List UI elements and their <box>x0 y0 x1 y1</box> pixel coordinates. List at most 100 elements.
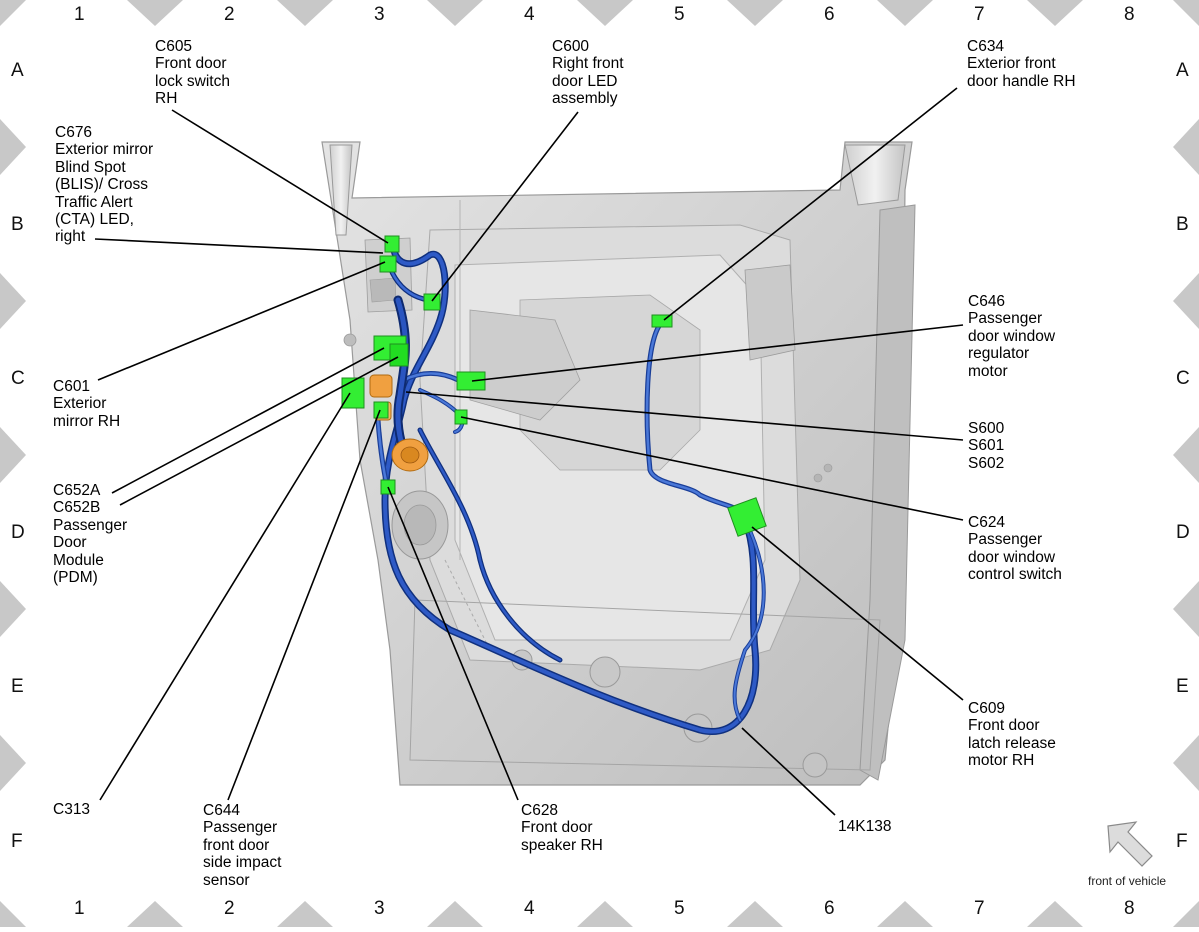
callout-c652-line: C652B <box>53 499 101 517</box>
connector-c605 <box>384 235 400 253</box>
callout-c644-line: sensor <box>203 871 250 889</box>
grid-row-label-right: E <box>1176 676 1189 697</box>
grid-column-label-bottom: 2 <box>224 898 235 919</box>
grid-column-label-top: 7 <box>974 4 985 25</box>
grid-column-label-top: 8 <box>1124 4 1135 25</box>
callout-c600-line: door LED <box>552 72 618 90</box>
callout-c652-line: Module <box>53 551 104 569</box>
callout-c624-line: Passenger <box>968 531 1043 549</box>
border-tab-right <box>1173 427 1199 483</box>
callout-c646-line: Passenger <box>968 310 1043 328</box>
callout-c600-line: C600 <box>552 38 590 55</box>
border-tab-right <box>1173 119 1199 175</box>
callout-c676-line: Exterior mirror <box>55 141 154 159</box>
callout-c634-line: C634 <box>967 38 1005 55</box>
callout-c634-line: door handle RH <box>967 72 1076 90</box>
grid-column-label-top: 6 <box>824 4 835 25</box>
callout-s600-s602: S600 S601 S602 <box>968 420 1004 472</box>
connector-c313 <box>341 377 365 409</box>
border-tab-bottom <box>127 901 183 927</box>
border-tab-top <box>427 0 483 26</box>
callout-c646: C646 Passenger door window regulator mot… <box>968 293 1055 380</box>
grid-column-label-bottom: 1 <box>74 898 85 919</box>
callout-c676: C676 Exterior mirror Blind Spot (BLIS)/ … <box>55 124 153 246</box>
grid-row-label-left: B <box>11 214 24 235</box>
border-tab-corner <box>0 901 26 927</box>
callout-c609-line: C609 <box>968 700 1006 717</box>
callout-c644-line: front door <box>203 836 270 854</box>
border-tab-right <box>1173 273 1199 329</box>
grid-row-label-right: D <box>1176 522 1190 543</box>
callout-c646-line: door window <box>968 327 1056 345</box>
callout-c601-line: C601 <box>53 378 91 395</box>
border-tab-bottom <box>727 901 783 927</box>
grid-column-label-top: 5 <box>674 4 685 25</box>
front-of-vehicle-arrow-icon <box>1107 821 1153 867</box>
callout-c605: C605 Front door lock switch RH <box>155 38 230 108</box>
callout-s600-line: S600 <box>968 420 1005 437</box>
callout-c624-line: control switch <box>968 566 1062 584</box>
connector-c644 <box>373 401 389 419</box>
border-tab-top <box>577 0 633 26</box>
callout-c313-line: C313 <box>53 801 91 818</box>
grid-column-label-bottom: 8 <box>1124 898 1135 919</box>
grid-row-label-left: C <box>11 368 25 389</box>
connectors <box>341 235 767 537</box>
connector-c652 <box>389 343 409 367</box>
callout-c646-line: C646 <box>968 293 1006 310</box>
callout-c652-line: C652A <box>53 482 101 499</box>
callout-14k138-line: 14K138 <box>838 818 892 835</box>
callout-c624-line: door window <box>968 548 1056 566</box>
callout-c605-line: lock switch <box>155 72 230 90</box>
grid-row-label-right: C <box>1176 368 1190 389</box>
callout-c624: C624 Passenger door window control switc… <box>968 514 1062 584</box>
callout-c644: C644 Passenger front door side impact se… <box>203 802 281 889</box>
border-tab-top <box>877 0 933 26</box>
callout-c609-line: motor RH <box>968 752 1035 770</box>
grid-row-label-right: A <box>1176 60 1189 81</box>
callout-c605-line: C605 <box>155 38 193 55</box>
callout-c634-line: Exterior front <box>967 55 1056 73</box>
callout-c644-line: side impact <box>203 854 282 872</box>
border-tab-left <box>0 735 26 791</box>
callout-c652-line: Passenger <box>53 516 128 534</box>
callout-c601-line: Exterior <box>53 395 107 413</box>
callout-c676-line: C676 <box>55 124 93 141</box>
border-tab-left <box>0 581 26 637</box>
callout-c605-line: Front door <box>155 55 227 73</box>
callout-c676-line: right <box>55 228 86 246</box>
border-tab-left <box>0 119 26 175</box>
grid-row-label-left: E <box>11 676 24 697</box>
callout-c600: C600 Right front door LED assembly <box>552 38 624 108</box>
callout-c605-line: RH <box>155 90 178 108</box>
grid-row-label-right: B <box>1176 214 1189 235</box>
border-tab-bottom <box>877 901 933 927</box>
grid-row-label-left: D <box>11 522 25 543</box>
grid-column-label-top: 2 <box>224 4 235 25</box>
border-tab-top <box>127 0 183 26</box>
callout-c646-line: motor <box>968 362 1008 380</box>
callout-c646-line: regulator <box>968 345 1030 363</box>
border-tab-left <box>0 427 26 483</box>
callout-c628-line: Front door <box>521 819 593 837</box>
connector-c600 <box>423 293 441 311</box>
border-tab-top <box>727 0 783 26</box>
callout-c600-line: assembly <box>552 90 618 108</box>
grid-column-label-bottom: 3 <box>374 898 385 919</box>
callout-c609-line: latch release <box>968 734 1056 752</box>
callout-c313: C313 <box>53 801 90 818</box>
border-tab-top <box>1027 0 1083 26</box>
callout-c652-line: (PDM) <box>53 569 98 587</box>
border-tab-left <box>0 273 26 329</box>
callout-c676-line: (CTA) LED, <box>55 211 134 229</box>
callout-c601: C601 Exterior mirror RH <box>53 378 120 430</box>
callout-c644-line: C644 <box>203 802 241 819</box>
callout-c609-line: Front door <box>968 717 1040 735</box>
border-tab-bottom <box>1027 901 1083 927</box>
callout-c628-line: C628 <box>521 802 559 819</box>
front-of-vehicle-label: front of vehicle <box>1088 874 1167 888</box>
border-tab-right <box>1173 735 1199 791</box>
door-inner-panel <box>321 141 916 786</box>
border-tab-bottom <box>427 901 483 927</box>
